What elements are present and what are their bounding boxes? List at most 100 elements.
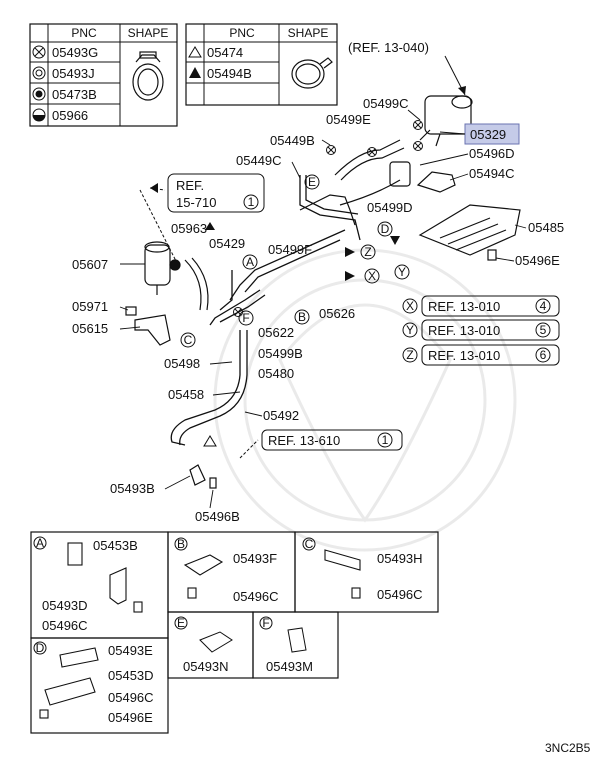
- ref-x-row: X REF. 13-010 4: [402, 295, 560, 317]
- bracket-05615: [125, 306, 171, 346]
- legend1-pnc-3: 05473B: [52, 87, 97, 102]
- circle-x-marker-icon: [233, 120, 423, 317]
- panel-c-label-2: 05496C: [377, 587, 423, 602]
- panel-d-label-2: 05453D: [108, 668, 154, 683]
- label-05492: 05492: [263, 408, 299, 423]
- bracket-05485: [418, 204, 521, 261]
- legend-table-2: PNC SHAPE 05474 05494B: [185, 23, 338, 106]
- legend2-pnc-1: 05474: [207, 45, 243, 60]
- panel-b-label-1: 05493F: [233, 551, 277, 566]
- filled-triangle-marker-icon: [205, 222, 215, 230]
- callout-f: F: [242, 311, 249, 325]
- callout-x: X: [368, 269, 376, 283]
- label-05458: 05458: [168, 387, 204, 402]
- callout-y: Y: [398, 265, 406, 279]
- legend2-shape-header: SHAPE: [288, 26, 329, 40]
- ref-15-710-box: REF. 15-710 1: [167, 173, 265, 213]
- callout-e: E: [308, 175, 316, 189]
- panel-d-label-3: 05496C: [108, 690, 154, 705]
- label-05485: 05485: [528, 220, 564, 235]
- leader-lines: [119, 139, 527, 509]
- legend-table-1: PNC SHAPE 05493G 05493J 05473B 05966: [29, 23, 178, 127]
- label-05494C: 05494C: [469, 166, 515, 181]
- ref-z-row: Z REF. 13-010 6: [402, 344, 560, 366]
- half-filled-circle-icon: [32, 108, 46, 122]
- panel-e-label-1: 05493N: [183, 659, 229, 674]
- callout-d: D: [381, 222, 390, 236]
- circle-x-icon: [32, 45, 46, 59]
- panel-d-letter: D: [36, 641, 45, 655]
- ref-x-text: REF. 13-010: [428, 299, 500, 314]
- ref-y-text: REF. 13-010: [428, 323, 500, 338]
- panel-f-label-1: 05493M: [266, 659, 313, 674]
- ref-y-letter: Y: [406, 323, 414, 337]
- detail-panel-A: A 05453B 05493D 05496C: [30, 531, 169, 639]
- ref-x-letter: X: [406, 299, 414, 313]
- label-05493B: 05493B: [110, 481, 155, 496]
- label-05499E: 05499E: [326, 112, 371, 127]
- canister: [419, 95, 473, 147]
- label-05329: 05329: [470, 127, 506, 142]
- detail-panel-F: F 05493M: [252, 611, 339, 679]
- ref-13-610-num: 1: [382, 433, 389, 447]
- panel-a-label-3: 05496C: [42, 618, 88, 633]
- panel-a-letter: A: [36, 536, 44, 550]
- callout-a: A: [246, 255, 254, 269]
- callout-b: B: [298, 310, 306, 324]
- legend1-pnc-1: 05493G: [52, 45, 98, 60]
- hose-clamp-shape-icon: [132, 51, 164, 101]
- callout-c: C: [184, 333, 193, 347]
- panel-d-label-1: 05493E: [108, 643, 153, 658]
- label-05622: 05622: [258, 325, 294, 340]
- pump-05607: [144, 241, 171, 295]
- label-05449B: 05449B: [270, 133, 315, 148]
- legend1-pnc-4: 05966: [52, 108, 88, 123]
- ref-15-710-num: 1: [248, 195, 255, 209]
- callout-z: Z: [364, 245, 371, 259]
- label-05449C: 05449C: [236, 153, 282, 168]
- filled-triangle-icon: [189, 67, 201, 78]
- watermark: [213, 248, 517, 552]
- open-triangle-marker-icon: [203, 435, 217, 447]
- label-05499D: 05499D: [367, 200, 413, 215]
- label-05499C: 05499C: [363, 96, 409, 111]
- panel-c-letter: C: [305, 537, 314, 551]
- detail-panel-C: C 05493H 05496C: [294, 531, 439, 613]
- ref-13-610-text: REF. 13-610: [268, 433, 340, 448]
- label-05971: 05971: [72, 299, 108, 314]
- ref-z-num: 6: [540, 348, 547, 362]
- legend1-shape-header: SHAPE: [128, 26, 169, 40]
- panel-d-label-4: 05496E: [108, 710, 153, 725]
- detail-panel-B: B 05493F 05496C: [167, 531, 296, 613]
- ref-13-040: (REF. 13-040): [348, 40, 429, 55]
- legend1-pnc-2: 05493J: [52, 66, 95, 81]
- ref-y-row: Y REF. 13-010 5: [402, 319, 560, 341]
- label-05429: 05429: [209, 236, 245, 251]
- clip-05493B: [189, 464, 217, 489]
- detail-panel-E: E 05493N: [167, 611, 254, 679]
- label-05615: 05615: [72, 321, 108, 336]
- band-clamp-shape-icon: [291, 57, 333, 89]
- ref-13-610-box: REF. 13-610 1: [261, 429, 403, 451]
- label-05499F: 05499F: [268, 242, 312, 257]
- callout-letters: E D Z X Y A F B C: [184, 175, 406, 347]
- callout-circles: [180, 174, 410, 348]
- label-05496D: 05496D: [469, 146, 515, 161]
- panel-c-label-1: 05493H: [377, 551, 423, 566]
- legend1-pnc-header: PNC: [71, 26, 97, 40]
- ref-15-710-line1: REF.: [176, 178, 204, 193]
- panel-a-label-1: 05453B: [93, 538, 138, 553]
- panel-e-letter: E: [177, 616, 185, 630]
- ref-list: X REF. 13-010 4 Y REF. 13-010 5 Z REF. 1…: [402, 295, 560, 366]
- hose-05963: [169, 257, 209, 311]
- panel-f-letter: F: [262, 616, 269, 630]
- panel-b-letter: B: [177, 537, 185, 551]
- label-05499B: 05499B: [258, 346, 303, 361]
- label-05626: 05626: [319, 306, 355, 321]
- label-05607: 05607: [72, 257, 108, 272]
- filled-dot-circle-icon: [32, 87, 46, 101]
- label-05498: 05498: [164, 356, 200, 371]
- fuel-pipes: [170, 175, 361, 446]
- double-circle-icon: [32, 66, 46, 80]
- legend2-pnc-header: PNC: [229, 26, 255, 40]
